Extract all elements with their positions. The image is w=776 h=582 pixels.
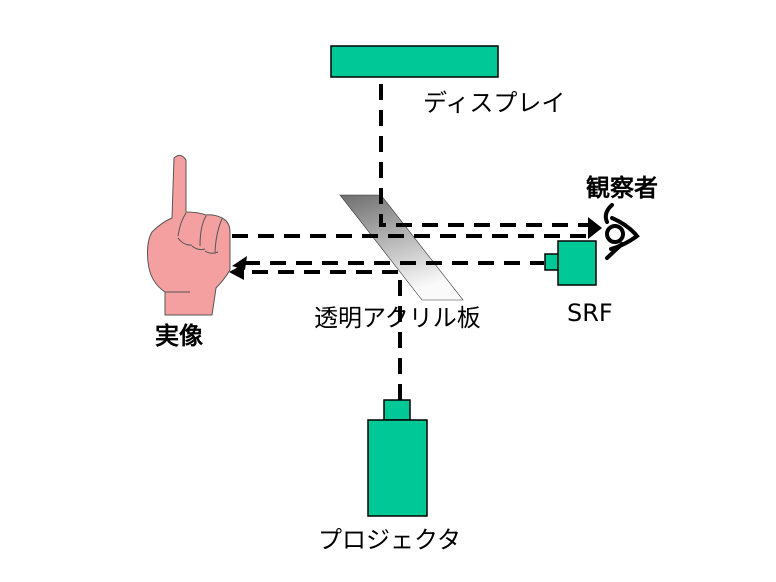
acrylic-plate-label: 透明アクリル板 <box>314 304 481 332</box>
acrylic-plate <box>339 194 464 301</box>
srf-label: SRF <box>567 299 613 327</box>
projector-lens <box>383 399 411 421</box>
projector-label: プロジェクタ <box>318 526 461 554</box>
real-image-label: 実像 <box>155 322 204 350</box>
arrowhead-projector-to-hand <box>229 264 244 280</box>
projector-body <box>367 419 428 517</box>
eye-icon <box>603 203 640 260</box>
arrowhead-to-observer <box>588 217 602 239</box>
observer-label: 観察者 <box>586 174 658 202</box>
display-panel <box>330 45 499 78</box>
pointing-hand-icon <box>147 154 231 316</box>
srf-camera-lens <box>544 253 560 271</box>
srf-camera-body <box>557 240 597 286</box>
display-label: ディスプレイ <box>423 89 565 117</box>
projector-light-path <box>240 270 402 400</box>
display-light-path <box>379 84 590 227</box>
